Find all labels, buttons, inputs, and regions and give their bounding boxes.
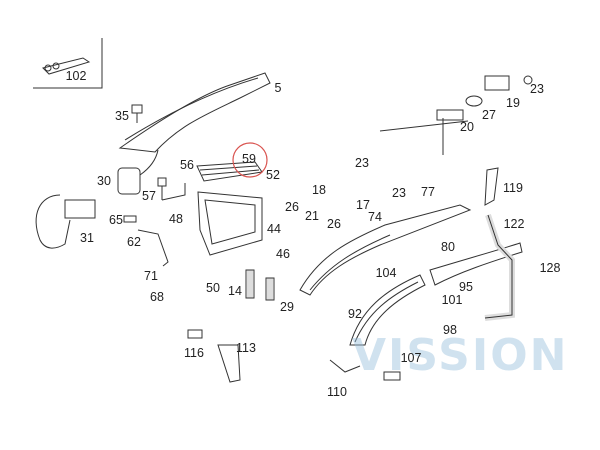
part-label[interactable]: 35 — [115, 108, 129, 123]
part-14-29-hoses — [245, 269, 275, 301]
part-label[interactable]: 18 — [312, 182, 326, 197]
part-label[interactable]: 71 — [144, 268, 158, 283]
part-95-rail — [429, 242, 523, 286]
part-119-elbow — [484, 167, 499, 206]
part-label[interactable]: 21 — [305, 208, 319, 223]
part-label[interactable]: 29 — [280, 299, 294, 314]
part-label[interactable]: 113 — [236, 340, 256, 355]
part-35-bolt — [131, 104, 143, 123]
part-label[interactable]: 14 — [228, 283, 242, 298]
part-label[interactable]: 77 — [421, 184, 435, 199]
part-label[interactable]: 5 — [274, 80, 282, 95]
part-62-bracket — [123, 215, 169, 267]
part-label[interactable]: 95 — [459, 279, 473, 294]
inset-box — [33, 38, 103, 89]
part-74-rail — [299, 204, 472, 296]
part-label[interactable]: 110 — [327, 384, 347, 399]
part-92-arch — [349, 274, 426, 346]
part-label[interactable]: 68 — [150, 289, 164, 304]
part-label[interactable]: 31 — [80, 230, 94, 245]
part-label[interactable]: 74 — [368, 209, 382, 224]
part-5-duct — [118, 72, 271, 153]
part-label[interactable]: 50 — [206, 280, 220, 295]
part-label[interactable]: 122 — [503, 216, 525, 231]
part-110-bracket — [329, 359, 401, 381]
part-label[interactable]: 119 — [503, 180, 523, 195]
part-label[interactable]: 92 — [348, 306, 362, 321]
part-label[interactable]: 128 — [539, 260, 561, 275]
part-label[interactable]: 62 — [127, 234, 141, 249]
part-31-sensor — [35, 194, 96, 249]
part-label[interactable]: 57 — [142, 188, 156, 203]
part-122-hose — [484, 214, 515, 321]
part-label[interactable]: 48 — [169, 211, 183, 226]
part-label[interactable]: 46 — [276, 246, 290, 261]
part-label[interactable]: 30 — [97, 173, 111, 188]
part-59-highlight — [232, 142, 268, 178]
part-label[interactable]: 23 — [530, 81, 544, 96]
part-44-housing — [197, 191, 263, 256]
part-label[interactable]: 26 — [285, 199, 299, 214]
part-label[interactable]: 56 — [180, 157, 194, 172]
part-label[interactable]: 19 — [506, 95, 520, 110]
part-20-rod — [379, 109, 469, 155]
part-label[interactable]: 104 — [375, 265, 397, 280]
part-label[interactable]: 26 — [327, 216, 341, 231]
part-label[interactable]: 23 — [355, 155, 369, 170]
watermark: VISSION — [352, 330, 569, 381]
part-113-duct — [187, 329, 241, 383]
part-label[interactable]: 23 — [392, 185, 406, 200]
part-label[interactable]: 20 — [460, 119, 474, 134]
part-label[interactable]: 27 — [482, 107, 496, 122]
part-label-highlighted[interactable]: 59 — [242, 151, 256, 166]
part-57-screw — [157, 177, 186, 201]
part-102-clip — [42, 57, 91, 75]
part-label[interactable]: 107 — [400, 350, 422, 365]
part-19-block — [465, 75, 533, 107]
part-label[interactable]: 98 — [443, 322, 457, 337]
part-label[interactable]: 44 — [267, 221, 281, 236]
part-label[interactable]: 80 — [441, 239, 455, 254]
part-label[interactable]: 101 — [441, 292, 463, 307]
part-label[interactable]: 116 — [184, 345, 204, 360]
part-label[interactable]: 65 — [109, 212, 123, 227]
part-label[interactable]: 52 — [266, 167, 280, 182]
part-30-block — [117, 149, 159, 195]
part-label[interactable]: 102 — [65, 68, 87, 83]
part-label[interactable]: 17 — [356, 197, 370, 212]
